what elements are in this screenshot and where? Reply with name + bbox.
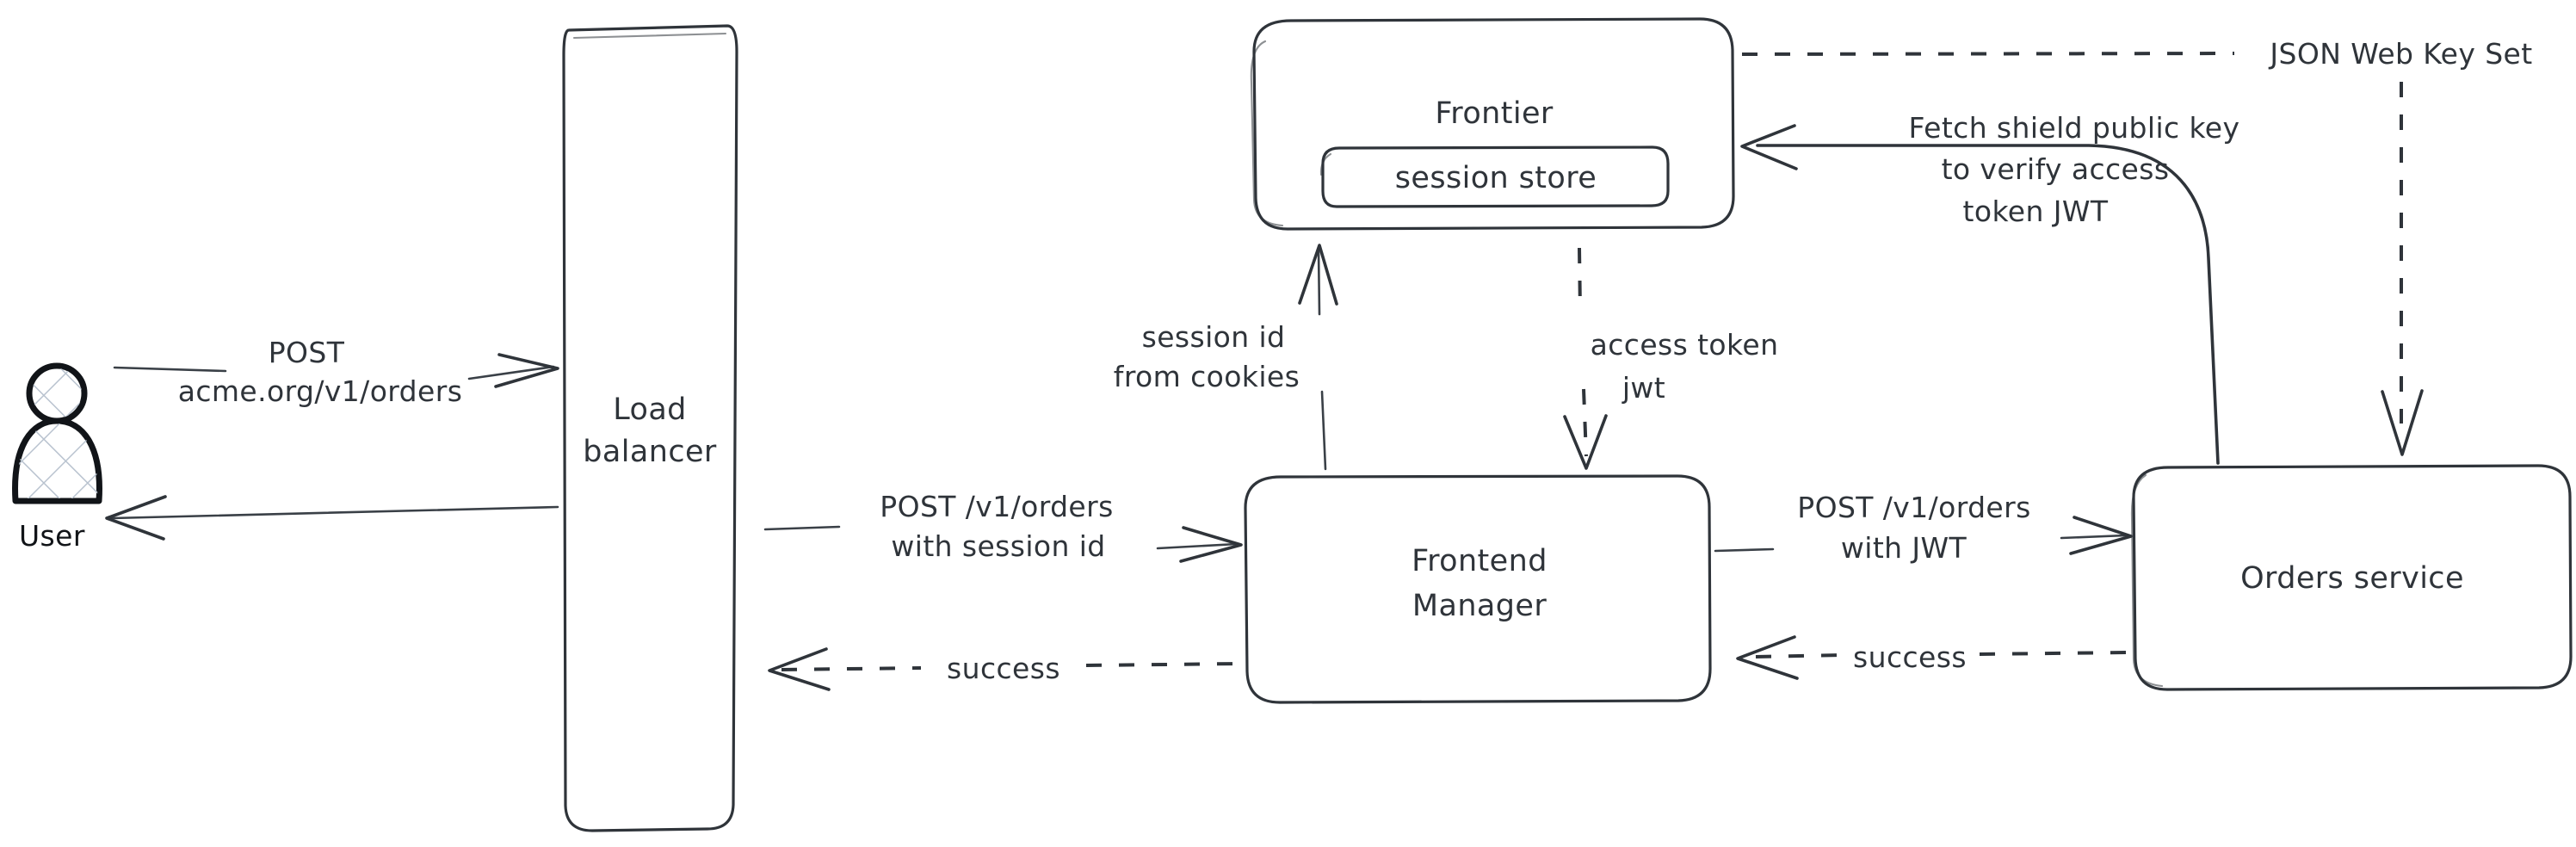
edge-orders-service-to-frontend-manager-success[interactable]: success [1736, 635, 2128, 680]
fm-to-frontier-label-line2: from cookies [1114, 360, 1300, 393]
person-icon-head-fill [32, 368, 82, 418]
user-to-lb-line-left [113, 366, 227, 373]
orders-to-fm-success-label: success [1853, 640, 1967, 674]
fm-to-frontier-line-lower [1320, 390, 1327, 471]
edge-user-to-load-balancer[interactable]: POST acme.org/v1/orders [113, 336, 559, 408]
frontier-sketch-accent [1250, 40, 1284, 227]
lb-to-fm-line-right [1156, 542, 1239, 550]
orders-to-fm-success-dash-right [1979, 651, 2128, 656]
edge-frontend-manager-to-frontier[interactable]: session id from cookies [1114, 244, 1338, 471]
edge-load-balancer-to-user[interactable] [105, 495, 559, 541]
fm-to-lb-success-label: success [947, 652, 1060, 685]
orders-service-shape [2132, 464, 2573, 691]
edge-load-balancer-to-frontend-manager[interactable]: POST /v1/orders with session id [763, 490, 1243, 563]
orders-to-frontier-label-line1: Fetch shield public key [1909, 111, 2240, 145]
edge-frontier-to-frontend-manager[interactable]: access token jwt [1563, 247, 1779, 470]
person-icon-body-fill [16, 424, 98, 498]
node-frontier[interactable]: Frontier session store [1250, 17, 1735, 231]
frontend-manager-label-line1: Frontend [1412, 544, 1547, 578]
fm-to-orders-label-line2: with JWT [1841, 531, 1968, 565]
lb-to-fm-label-line2: with session id [891, 529, 1105, 563]
orders-to-frontier-arrowhead [1740, 124, 1798, 170]
edge-frontend-manager-to-load-balancer-success[interactable]: success [768, 647, 1240, 691]
orders-to-frontier-label-line2: to verify access [1942, 152, 2170, 186]
user-to-lb-label-line2: acme.org/v1/orders [178, 374, 463, 408]
edge-frontend-manager-to-orders-service[interactable]: POST /v1/orders with JWT [1714, 491, 2133, 565]
actor-user[interactable]: User [12, 362, 102, 553]
node-frontend-manager[interactable]: Frontend Manager [1244, 474, 1712, 704]
actor-user-label: User [19, 519, 85, 553]
orders-to-fm-success-dash-left [1755, 653, 1841, 658]
load-balancer-sketch-accent [572, 32, 727, 40]
fm-to-frontier-label-line1: session id [1142, 320, 1286, 354]
fm-to-orders-label-line1: POST /v1/orders [1797, 491, 2030, 524]
frontier-label: Frontier [1435, 96, 1554, 131]
orders-service-label: Orders service [2240, 561, 2464, 596]
load-balancer-label-line2: balancer [583, 435, 717, 469]
fm-to-lb-success-dash-left [781, 666, 922, 671]
edge-orders-service-to-frontier-fetch[interactable]: Fetch shield public key to verify access… [1740, 111, 2240, 465]
frontier-to-fm-arrowhead [1563, 414, 1608, 470]
jwks-arrowhead [2381, 389, 2424, 456]
session-store-label: session store [1395, 161, 1597, 195]
lb-to-user-arrowhead [105, 495, 167, 541]
orders-to-frontier-label-line3: token JWT [1963, 195, 2109, 228]
frontier-to-fm-dash-upper [1578, 247, 1582, 312]
user-to-lb-label-line1: POST [269, 336, 345, 369]
jwks-label: JSON Web Key Set [2268, 37, 2532, 71]
jwks-dash-horizontal [1741, 52, 2235, 56]
fm-to-orders-line-right [2060, 534, 2128, 540]
load-balancer-shape [562, 24, 738, 832]
orders-to-frontier-curve [1756, 144, 2220, 465]
edge-frontier-to-orders-service-jwks[interactable]: JSON Web Key Set [1741, 37, 2533, 456]
frontend-manager-shape [1244, 474, 1712, 704]
fm-to-orders-arrowhead [2069, 516, 2133, 555]
lb-to-user-line [110, 505, 559, 520]
fm-to-frontier-arrowhead [1298, 244, 1338, 306]
orders-service-sketch-accent [2130, 473, 2164, 688]
user-to-lb-arrowhead [494, 353, 559, 388]
fm-to-lb-success-arrowhead [768, 647, 831, 691]
node-orders-service[interactable]: Orders service [2130, 464, 2573, 691]
session-store-shape [1321, 145, 1670, 208]
frontier-to-fm-dash-lower [1582, 388, 1588, 457]
node-load-balancer[interactable]: Load balancer [562, 24, 738, 832]
frontier-to-fm-label-line1: access token [1591, 328, 1779, 362]
load-balancer-label-line1: Load [613, 393, 687, 427]
fm-to-lb-success-dash-right [1085, 662, 1240, 667]
session-store-sketch-accent [1319, 152, 1332, 176]
frontend-manager-label-line2: Manager [1412, 589, 1547, 623]
lb-to-fm-line-left [763, 525, 841, 531]
fm-to-orders-line-left [1714, 547, 1775, 553]
node-session-store[interactable]: session store [1319, 145, 1670, 208]
orders-to-fm-success-arrowhead [1736, 635, 1799, 680]
user-to-lb-line-right [467, 365, 555, 380]
lb-to-fm-arrowhead [1179, 526, 1243, 563]
frontier-to-fm-label-line2: jwt [1622, 371, 1665, 405]
lb-to-fm-label-line1: POST /v1/orders [880, 490, 1113, 523]
